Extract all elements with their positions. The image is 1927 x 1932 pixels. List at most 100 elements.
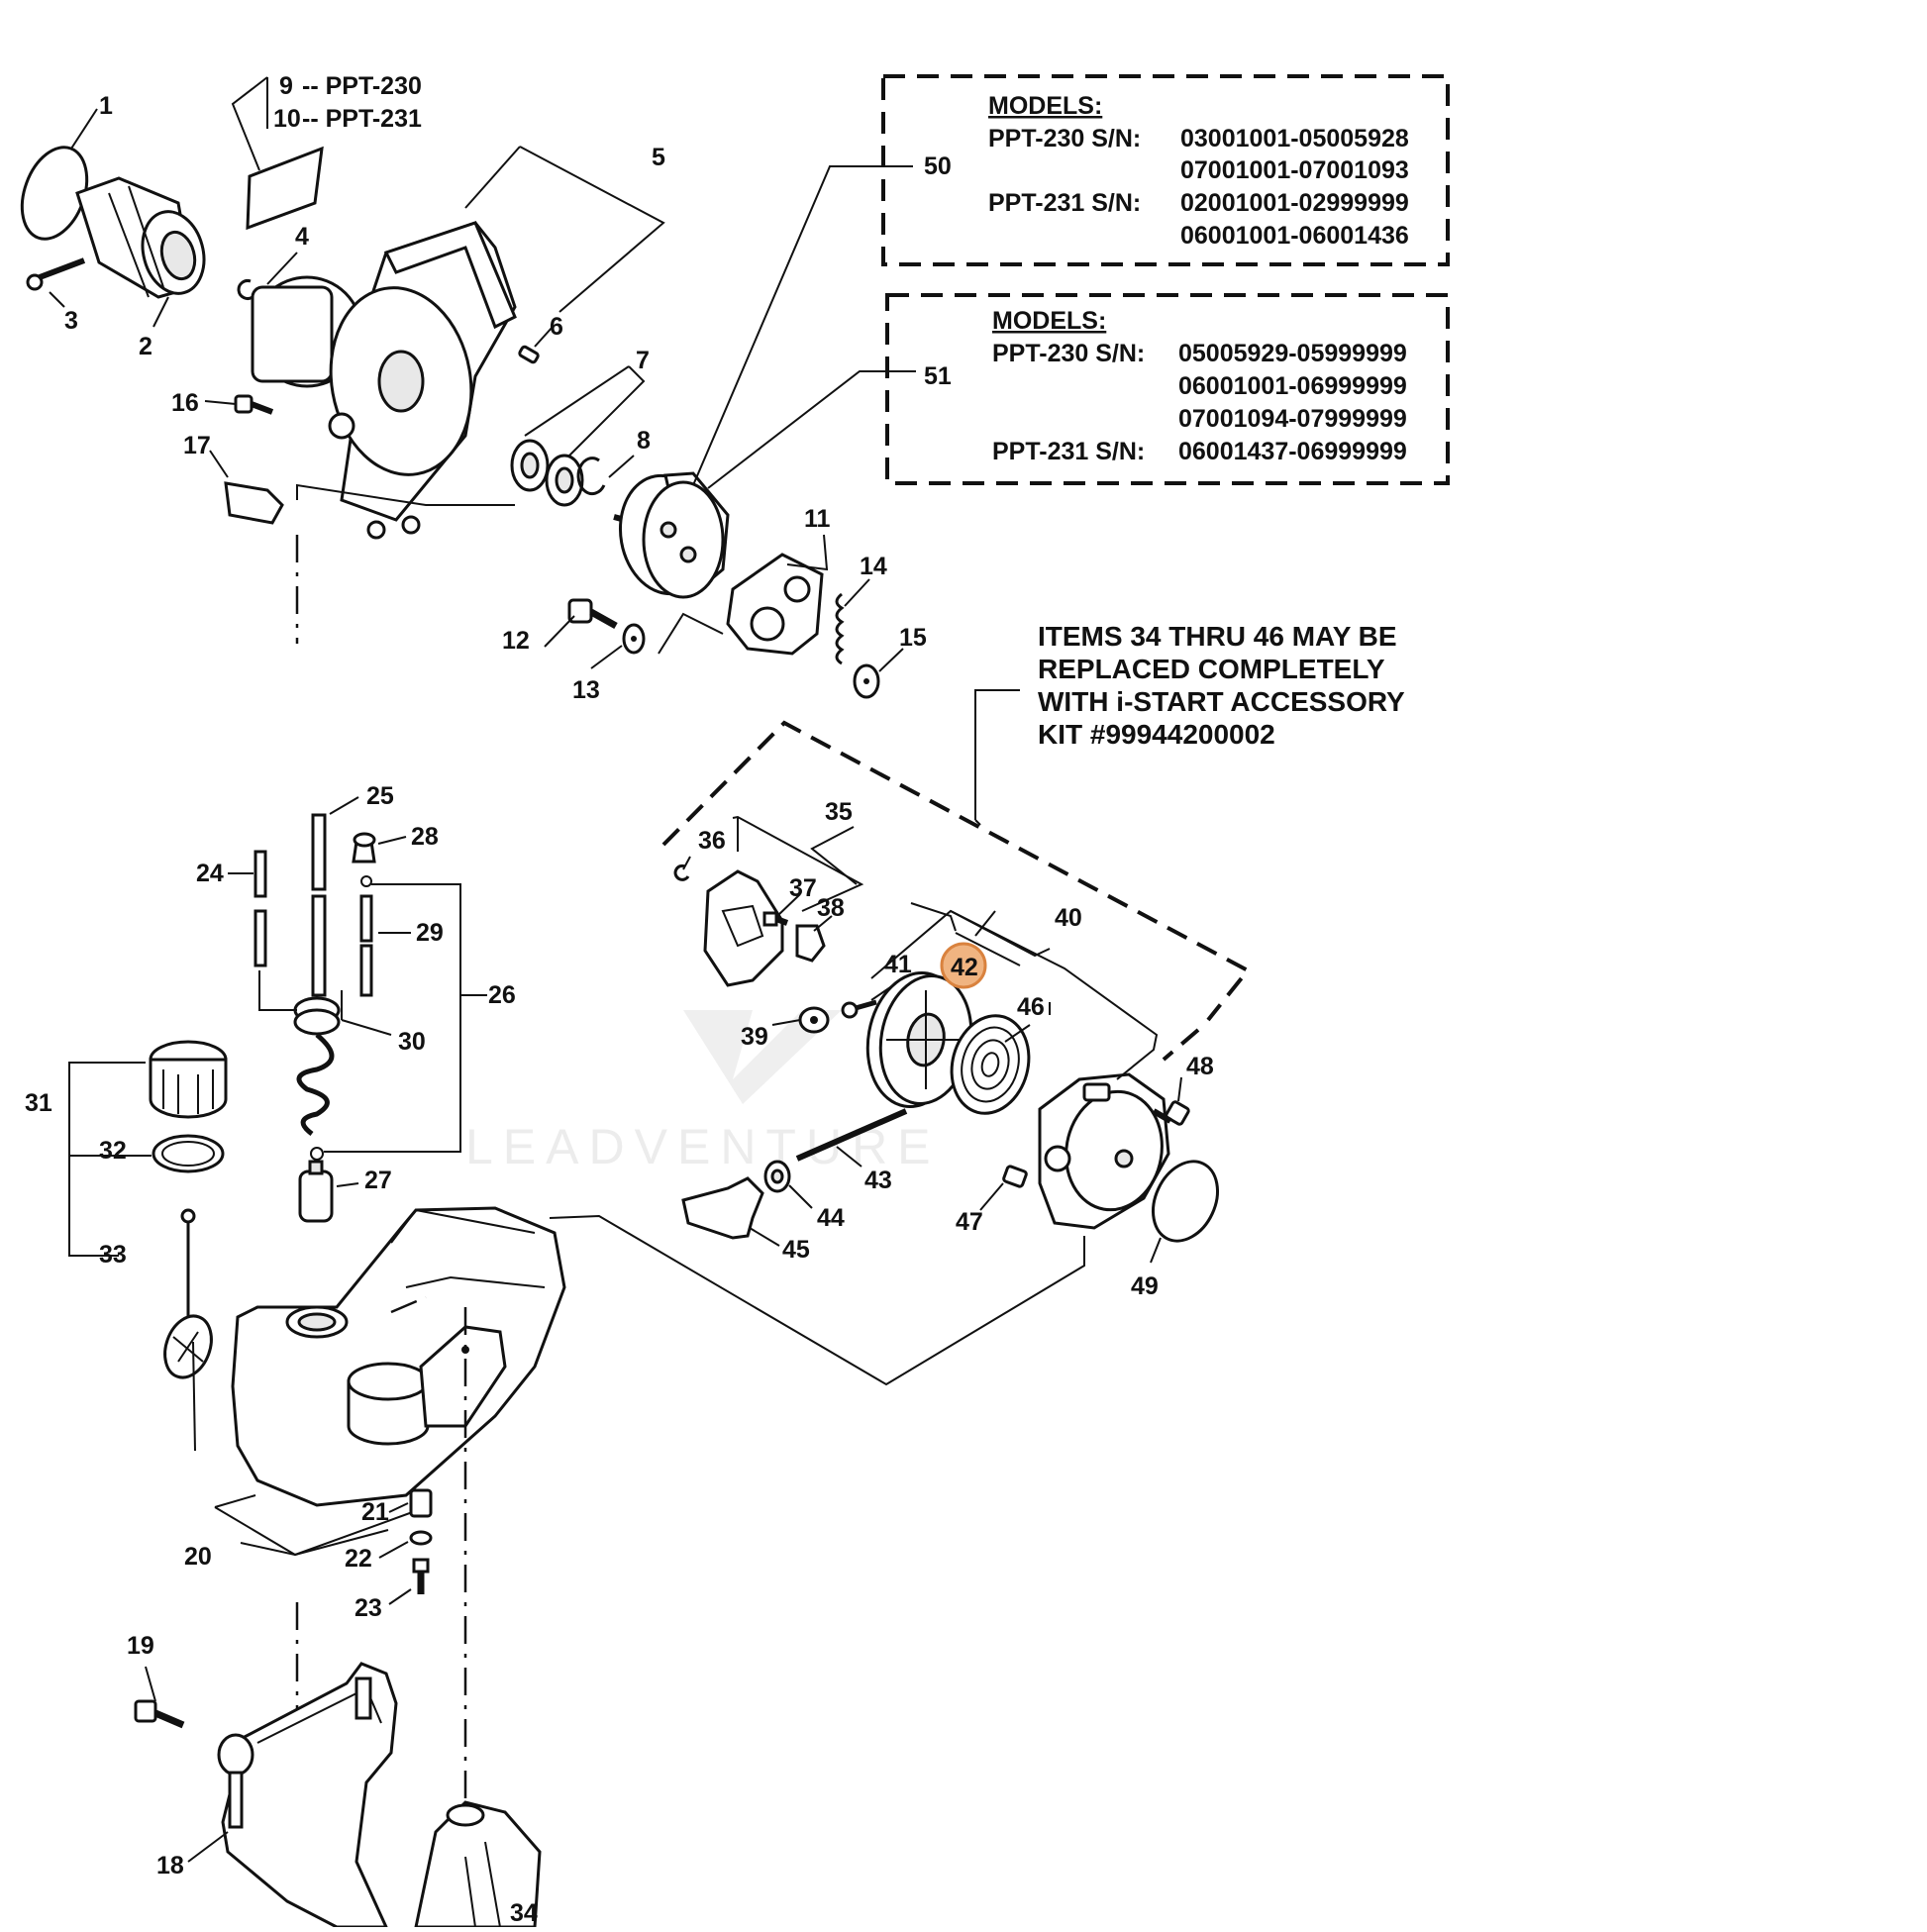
callout-5[interactable]: 5 xyxy=(652,144,665,171)
kit-note-line-2: REPLACED COMPLETELY xyxy=(1038,654,1385,684)
callout-44[interactable]: 44 xyxy=(817,1204,845,1232)
callout-22[interactable]: 22 xyxy=(345,1545,372,1573)
callout-35[interactable]: 35 xyxy=(825,798,853,826)
callout-42[interactable]: 42 xyxy=(951,954,978,981)
kit-note-line-4: KIT #99944200002 xyxy=(1038,719,1275,750)
callout-24[interactable]: 24 xyxy=(196,860,224,887)
callout-32[interactable]: 32 xyxy=(99,1137,127,1165)
callout-16[interactable]: 16 xyxy=(171,389,199,417)
callout-18[interactable]: 18 xyxy=(156,1852,184,1880)
part-16-screw xyxy=(234,394,274,415)
kit-note: ITEMS 34 THRU 46 MAY BE REPLACED COMPLET… xyxy=(1038,621,1405,750)
models-box-1: MODELS: PPT-230 S/N: 03001001-05005928 0… xyxy=(881,74,1450,266)
callout-13[interactable]: 13 xyxy=(572,676,600,704)
part-18-handle-bracket xyxy=(217,1662,398,1929)
part-38-pawl xyxy=(795,924,826,963)
callout-14[interactable]: 14 xyxy=(860,553,887,580)
callout-33[interactable]: 33 xyxy=(99,1241,127,1269)
callout-4[interactable]: 4 xyxy=(295,223,309,251)
models-box-2: MODELS: PPT-230 S/N: 05005929-05999999 0… xyxy=(885,293,1450,485)
callout-labels: 1 2 3 4 5 6 7 8 11 12 13 14 15 16 17 18 … xyxy=(25,92,1214,1927)
part-50-51-clutch-drum xyxy=(613,471,730,599)
variant-9-text: -- PPT-230 xyxy=(302,72,422,100)
models-box-2-row4-model: PPT-231 S/N: xyxy=(992,438,1145,465)
part-9-10-decal xyxy=(246,146,324,231)
callout-3[interactable]: 3 xyxy=(64,307,78,335)
callout-40[interactable]: 40 xyxy=(1055,904,1082,932)
callout-20[interactable]: 20 xyxy=(184,1543,212,1571)
part-42-pulley xyxy=(865,971,973,1108)
part-34-starter-housing xyxy=(1038,1072,1170,1230)
callout-49[interactable]: 49 xyxy=(1131,1272,1159,1300)
callout-12[interactable]: 12 xyxy=(502,627,530,655)
part-35-pawl-cover xyxy=(703,869,784,987)
callout-8[interactable]: 8 xyxy=(637,427,651,455)
part-15-washer xyxy=(853,663,880,699)
part-7-bearings xyxy=(510,439,584,507)
part-41-screw xyxy=(841,999,877,1019)
decal-variants: 9 -- PPT-230 10 -- PPT-231 xyxy=(273,72,422,133)
part-3-screw xyxy=(26,257,86,291)
watermark-text: LEADVENTURE xyxy=(465,1119,941,1174)
part-25-tube xyxy=(311,813,327,891)
part-48-screw xyxy=(1152,1100,1190,1126)
models-box-1-row3-serial: 02001001-02999999 xyxy=(1180,189,1409,217)
callout-27[interactable]: 27 xyxy=(364,1167,392,1194)
part-6-pin xyxy=(518,345,540,364)
part-36-clip xyxy=(673,864,690,881)
callout-39[interactable]: 39 xyxy=(741,1023,768,1051)
callout-21[interactable]: 21 xyxy=(361,1498,389,1526)
part-17-bracket xyxy=(224,481,284,525)
callout-23[interactable]: 23 xyxy=(355,1594,382,1622)
fuel-system xyxy=(68,813,487,1379)
callout-48[interactable]: 48 xyxy=(1186,1053,1214,1080)
variant-10-text: -- PPT-231 xyxy=(302,105,422,133)
part-23-screw xyxy=(412,1558,430,1594)
callout-36[interactable]: 36 xyxy=(698,827,726,855)
callout-6[interactable]: 6 xyxy=(550,313,563,341)
callout-15[interactable]: 15 xyxy=(899,624,927,652)
part-24-tube xyxy=(254,850,267,898)
callout-47[interactable]: 47 xyxy=(956,1208,983,1236)
callout-51[interactable]: 51 xyxy=(924,362,952,390)
callout-34[interactable]: 34 xyxy=(510,1899,538,1927)
callout-37[interactable]: 37 xyxy=(789,874,817,902)
callout-26[interactable]: 26 xyxy=(488,981,516,1009)
callout-25[interactable]: 25 xyxy=(366,782,394,810)
part-37-screw xyxy=(762,911,789,927)
part-34-starter-body-lower xyxy=(414,1800,542,1929)
callout-45[interactable]: 45 xyxy=(782,1236,810,1264)
variant-9-number: 9 xyxy=(279,72,293,100)
callout-11[interactable]: 11 xyxy=(804,505,831,533)
watermark: LEADVENTURE xyxy=(465,1010,941,1174)
part-31-fuel-cap xyxy=(149,1040,228,1119)
callout-41[interactable]: 41 xyxy=(884,951,912,978)
callout-17[interactable]: 17 xyxy=(183,432,211,459)
models-box-1-row3-model: PPT-231 S/N: xyxy=(988,189,1141,217)
callout-1[interactable]: 1 xyxy=(99,92,113,120)
part-44-rope-bushing xyxy=(763,1160,791,1193)
callout-28[interactable]: 28 xyxy=(411,823,439,851)
part-27-fuel-filter xyxy=(298,1160,334,1223)
models-box-1-row4-serial: 06001001-06001436 xyxy=(1180,222,1409,250)
part-5-fan-housing xyxy=(251,221,517,540)
callout-19[interactable]: 19 xyxy=(127,1632,154,1660)
part-24-tube-b xyxy=(254,909,267,967)
part-13-washer xyxy=(622,623,646,655)
kit-note-line-1: ITEMS 34 THRU 46 MAY BE xyxy=(1038,621,1397,652)
part-43-starter-rope xyxy=(795,1108,908,1162)
part-2-coupling xyxy=(75,176,206,299)
upper-assembly xyxy=(20,76,880,699)
callout-43[interactable]: 43 xyxy=(864,1167,892,1194)
callout-2[interactable]: 2 xyxy=(139,333,152,360)
part-14-spring xyxy=(835,592,845,665)
callout-7[interactable]: 7 xyxy=(636,347,650,374)
callout-31[interactable]: 31 xyxy=(25,1089,52,1117)
fuel-tank xyxy=(231,1206,566,1822)
callout-30[interactable]: 30 xyxy=(398,1028,426,1056)
callout-46[interactable]: 46 xyxy=(1017,993,1045,1021)
callout-29[interactable]: 29 xyxy=(416,919,444,947)
callout-50[interactable]: 50 xyxy=(924,153,952,180)
callout-38[interactable]: 38 xyxy=(817,894,845,922)
